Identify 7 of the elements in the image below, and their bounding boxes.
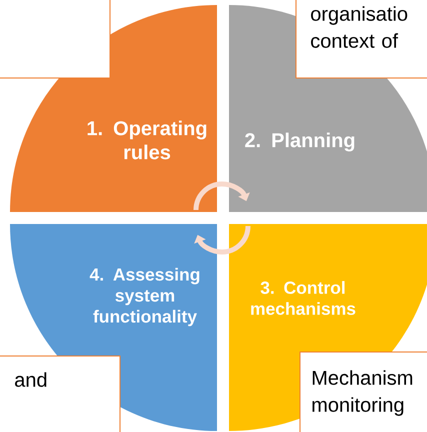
curved-arrow [194,226,250,254]
curved-arrow [194,182,250,210]
callout-box [0,0,110,78]
callout-box: and [0,356,120,432]
quadrant-segment: 1. Operating rules [10,5,217,212]
callout-box: organisatio context of [296,0,427,78]
callout-box: Mechanism monitoring [300,352,427,432]
